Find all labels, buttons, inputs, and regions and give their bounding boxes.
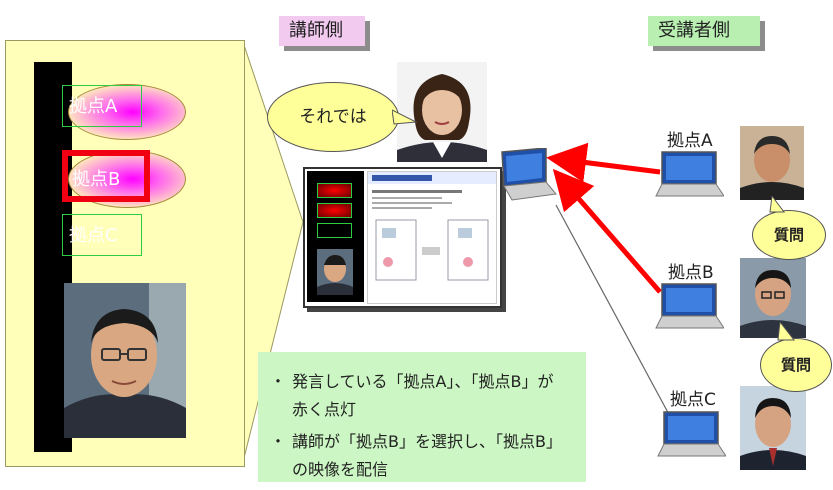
instructor-side-header: 講師側 — [279, 16, 365, 46]
note-1-line-2: 赤く点灯 — [292, 400, 357, 419]
site-c-button[interactable]: 拠点C — [62, 214, 142, 256]
site-a-person-photo — [740, 126, 804, 200]
arrow-from-site-a — [546, 142, 661, 183]
note-bullet-1: ・ — [270, 372, 287, 391]
mini-site-c — [317, 223, 352, 238]
site-b-question-bubble: 質問 — [760, 338, 832, 392]
man-photo — [64, 283, 186, 438]
explanation-notes: ・ 発言している「拠点A」、「拠点B」が 赤く点灯 ・ 講師が「拠点B」を選択し… — [258, 352, 586, 482]
site-a-question-bubble: 質問 — [752, 210, 826, 260]
site-a-button[interactable]: 拠点A — [62, 85, 142, 127]
student-site-c-label: 拠点C — [670, 390, 716, 410]
q1-tail — [769, 196, 785, 213]
instructor-speech-bubble: それでは — [267, 82, 399, 152]
instructor-screen — [303, 167, 502, 308]
arrow-from-site-b — [552, 168, 662, 294]
site-a-speaking-glow — [68, 84, 186, 140]
site-c-laptop-icon — [657, 411, 726, 457]
note-2-line-2: の映像を配信 — [292, 460, 389, 479]
note-bullet-2: ・ — [270, 432, 287, 451]
site-b-button-selected[interactable]: 拠点B — [62, 150, 150, 202]
selected-site-video — [64, 283, 186, 438]
site-c-person-photo — [740, 386, 806, 470]
q2-tail — [777, 322, 796, 341]
instructor-speech-text: それでは — [299, 107, 367, 127]
site-a-laptop-icon — [655, 151, 724, 197]
site-b-laptop-icon — [655, 283, 724, 329]
student-site-a-label: 拠点A — [667, 131, 713, 151]
instructor-laptop-icon — [501, 148, 557, 201]
woman-photo — [397, 62, 487, 162]
mini-site-a — [317, 183, 352, 198]
speech-tail — [392, 109, 418, 125]
instructor-photo — [397, 62, 487, 162]
line-to-site-c — [555, 204, 673, 421]
mini-site-panel — [307, 171, 364, 302]
lecture-slide — [367, 171, 497, 304]
mini-man-photo — [317, 249, 353, 295]
note-1-line-1: 発言している「拠点A」、「拠点B」が — [292, 372, 554, 391]
mini-site-b — [317, 203, 352, 218]
note-2-line-1: 講師が「拠点B」を選択し、「拠点B」 — [292, 432, 562, 451]
student-side-header: 受講者側 — [648, 16, 760, 46]
student-site-b-label: 拠点B — [668, 263, 714, 283]
